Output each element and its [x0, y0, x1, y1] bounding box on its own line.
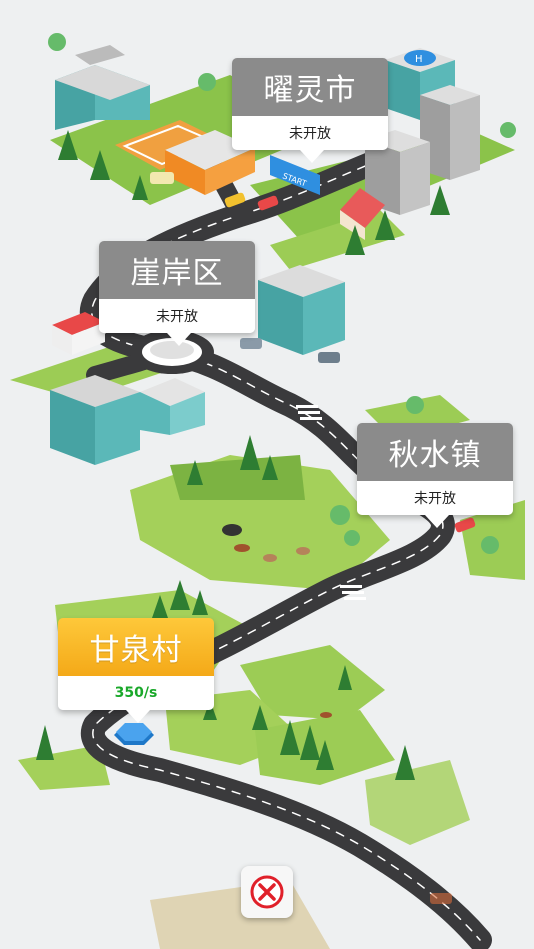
location-status: 未开放 — [99, 299, 255, 333]
income-rate: 350/s — [58, 676, 214, 710]
location-card-ganquancun[interactable]: 甘泉村 350/s — [58, 618, 214, 723]
trees — [36, 33, 516, 780]
location-card-qiushuizhen[interactable]: 秋水镇 未开放 — [357, 423, 513, 528]
crosswalks — [296, 405, 366, 600]
hex-location-marker-icon[interactable] — [114, 723, 154, 745]
location-name: 崖岸区 — [99, 241, 255, 299]
location-name: 甘泉村 — [58, 618, 214, 676]
vehicles — [150, 172, 476, 904]
close-button[interactable] — [241, 866, 293, 918]
location-status: 未开放 — [232, 116, 388, 150]
location-name: 曜灵市 — [232, 58, 388, 116]
card-pointer — [167, 333, 191, 346]
card-pointer — [300, 150, 324, 163]
helipad — [404, 50, 436, 66]
location-card-yaanqu[interactable]: 崖岸区 未开放 — [99, 241, 255, 346]
animals — [222, 524, 332, 718]
card-pointer — [126, 710, 150, 723]
card-pointer — [425, 515, 449, 528]
location-status: 未开放 — [357, 481, 513, 515]
helipad-mark: H — [415, 54, 423, 65]
close-circle-icon — [250, 875, 284, 909]
location-name: 秋水镇 — [357, 423, 513, 481]
buildings: H — [50, 45, 480, 465]
location-card-yaolingshi[interactable]: 曜灵市 未开放 — [232, 58, 388, 163]
